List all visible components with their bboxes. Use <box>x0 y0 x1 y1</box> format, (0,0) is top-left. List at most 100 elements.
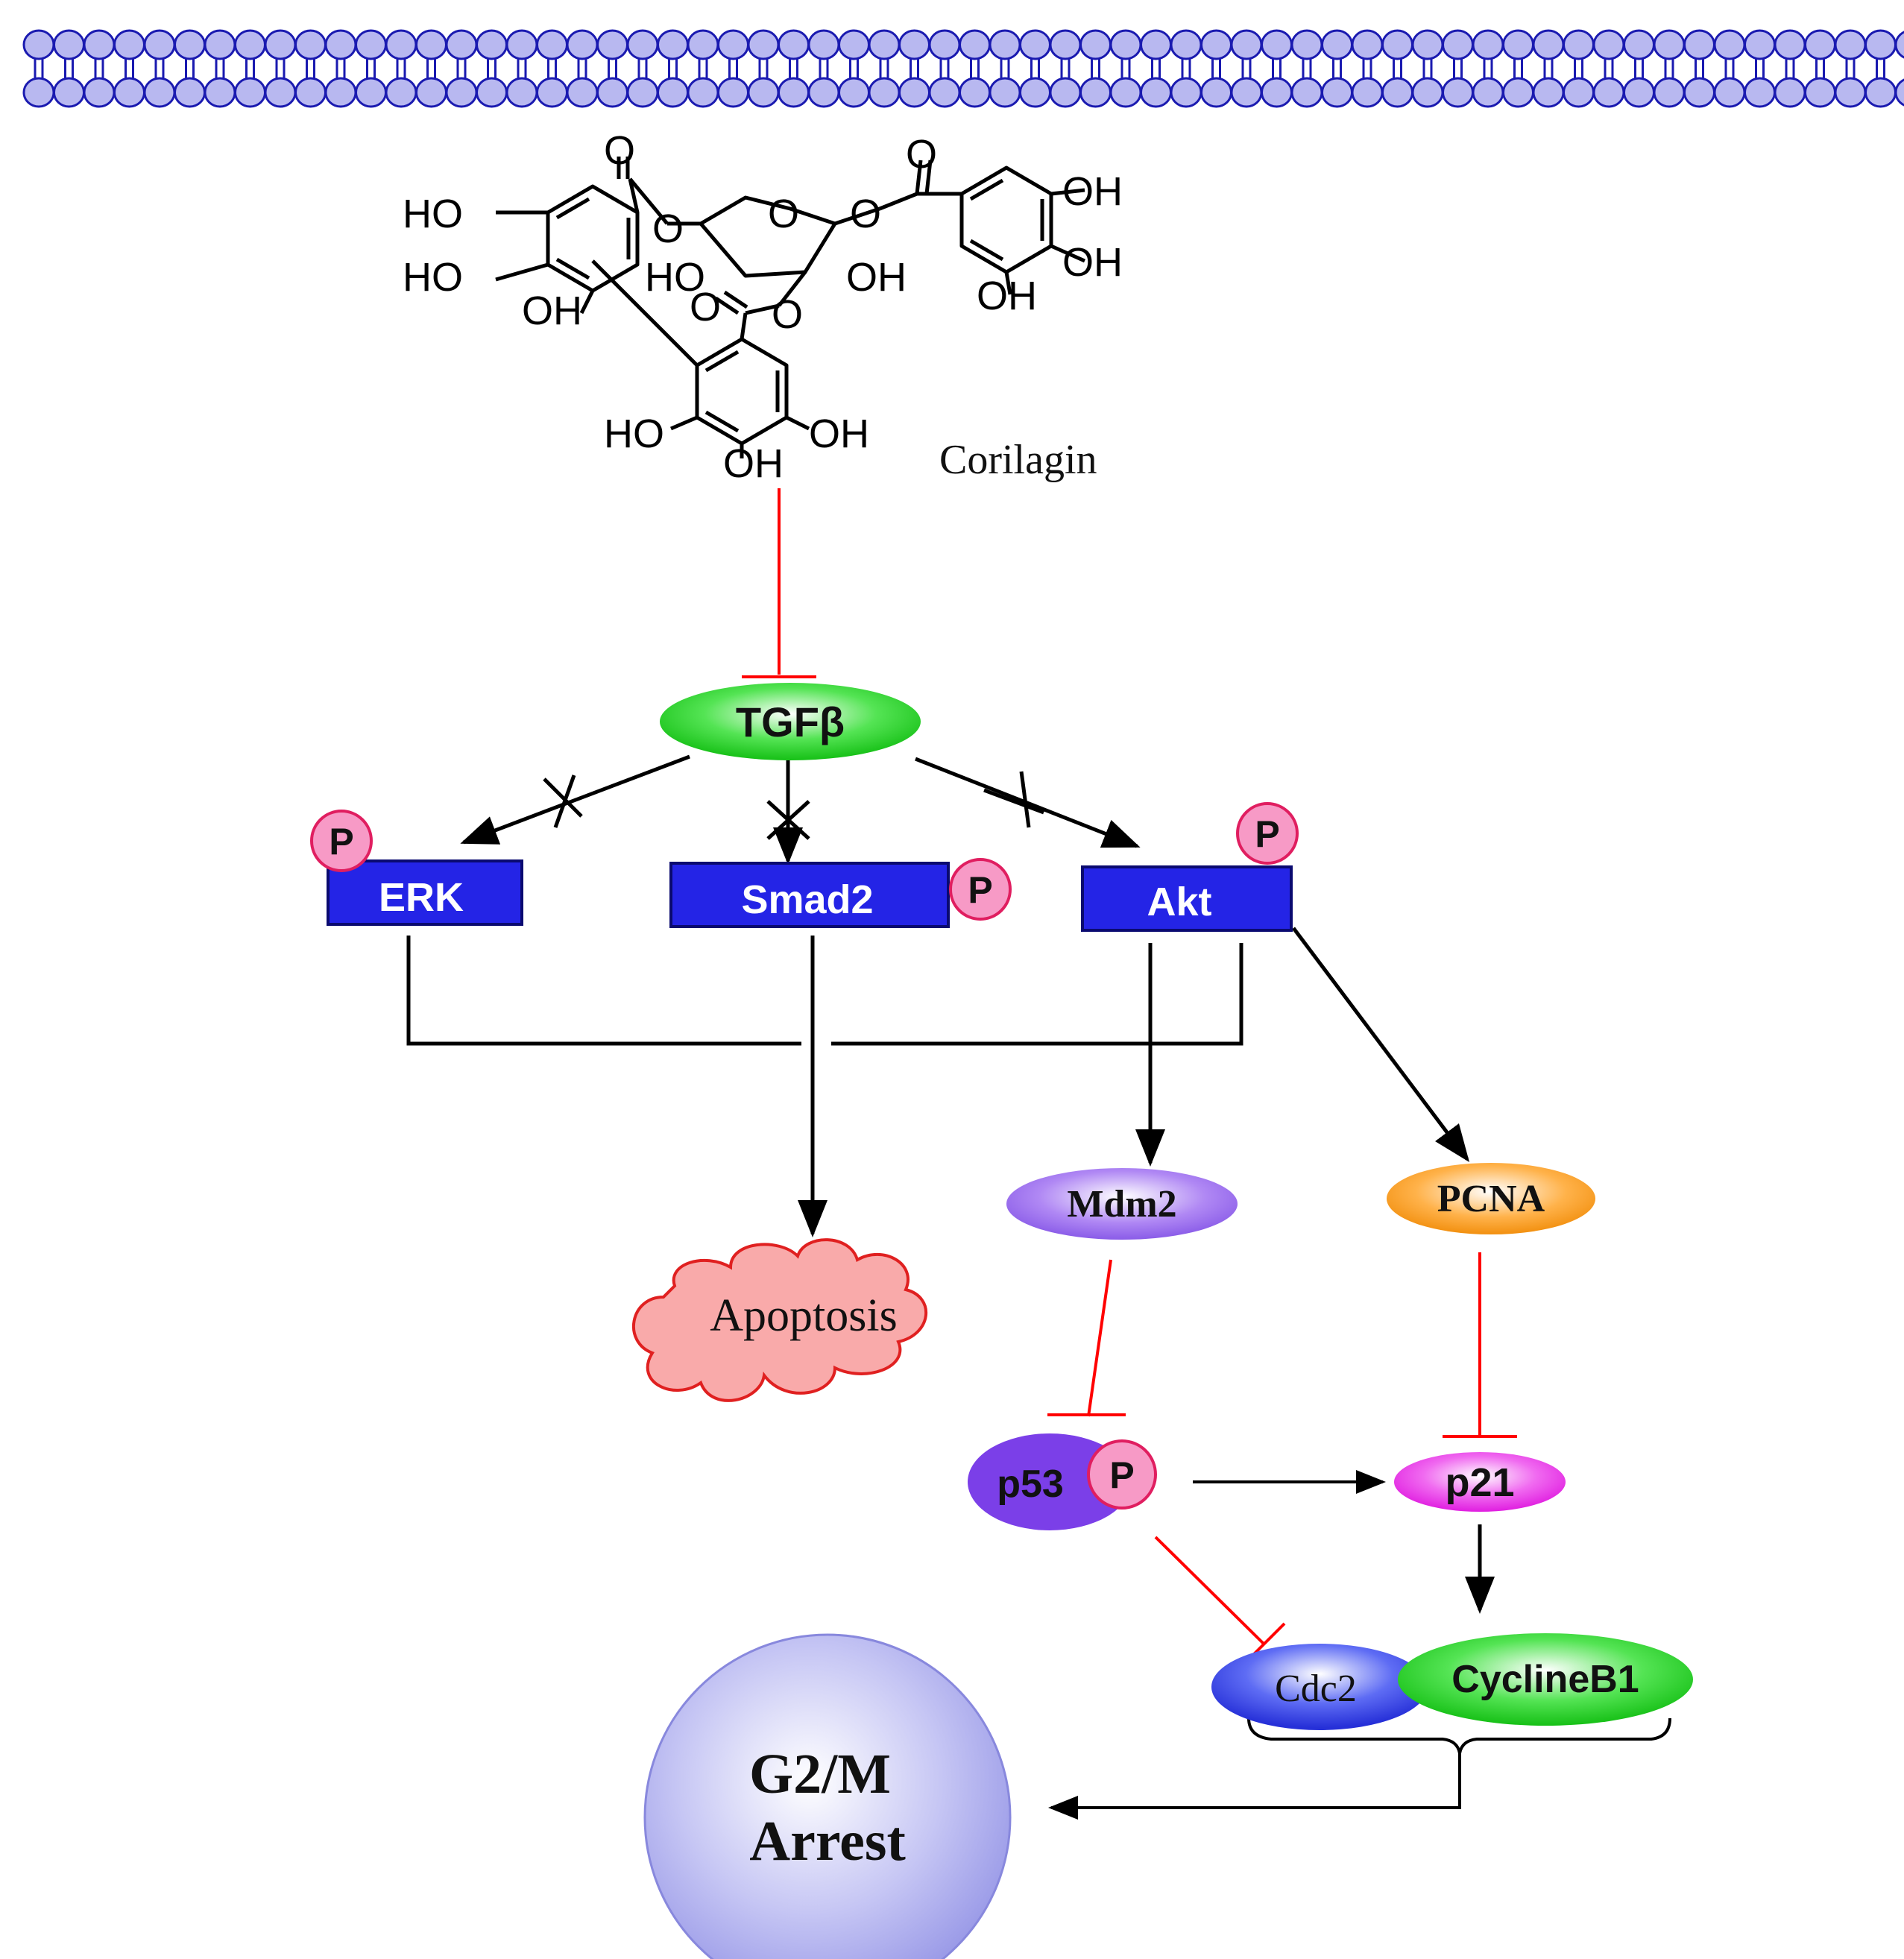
hydroxyl-label: HO <box>403 192 463 236</box>
lipid-head <box>1381 77 1413 108</box>
node-mdm2: Mdm2 <box>1006 1168 1238 1240</box>
node-g2m-arrest: G2/M Arrest <box>643 1633 1012 1959</box>
lipid-head <box>1774 77 1806 108</box>
node-p53: p53 P <box>968 1433 1157 1530</box>
ring-oxygen-label: O <box>772 292 803 337</box>
lipid-head <box>1381 29 1413 60</box>
lipid-head <box>536 77 568 108</box>
carbonyl-oxygen-label: O <box>604 128 635 173</box>
lipid-head <box>1140 29 1172 60</box>
lipid-head <box>1744 29 1776 60</box>
lipid-head <box>626 29 659 60</box>
arrest-label-line2: Arrest <box>749 1810 906 1873</box>
cell-membrane <box>22 29 1904 108</box>
lipid-head <box>1472 77 1504 108</box>
lipid-head <box>445 77 478 108</box>
lipid-head <box>83 29 116 60</box>
lipid-head <box>22 29 55 60</box>
lipid-head <box>1592 29 1625 60</box>
phospho-badge <box>1236 802 1299 865</box>
lipid-head <box>83 77 116 108</box>
lipid-head <box>1261 77 1293 108</box>
hydroxyl-label: OH <box>977 274 1037 318</box>
node-cyclinb1: CyclineB1 <box>1398 1633 1693 1726</box>
lipid-head <box>113 29 145 60</box>
node-smad2: Smad2 P <box>669 858 1012 928</box>
lipid-head <box>1230 29 1263 60</box>
lipid-head <box>1774 29 1806 60</box>
hydroxyl-label: OH <box>1062 240 1123 285</box>
lipid-head <box>1321 29 1353 60</box>
lipid-head <box>807 29 840 60</box>
lipid-head <box>1894 78 1904 107</box>
lipid-head <box>1411 77 1444 108</box>
lipid-head <box>1653 77 1686 108</box>
lipid-head <box>1563 29 1595 60</box>
lipid-head <box>1109 29 1142 60</box>
node-pcna: PCNA <box>1387 1163 1595 1234</box>
lipid-head <box>1592 77 1625 108</box>
blocked-arrow-tgfb-akt <box>915 757 1141 848</box>
lipid-head <box>1744 77 1776 108</box>
hydroxyl-label: HO <box>645 255 705 300</box>
lipid-head <box>838 77 870 108</box>
lipid-head <box>204 29 236 60</box>
lipid-head <box>385 77 417 108</box>
lipid-head <box>1713 29 1746 60</box>
lipid-head <box>536 29 568 60</box>
lipid-head <box>626 77 659 108</box>
lipid-head <box>1804 29 1836 60</box>
lipid-head <box>959 29 991 60</box>
lipid-head <box>838 29 870 60</box>
lipid-head <box>747 29 780 60</box>
lipid-head <box>1653 29 1686 60</box>
lipid-head <box>1864 29 1897 60</box>
lipid-head <box>1502 77 1534 108</box>
lipid-head <box>294 77 327 108</box>
node-erk: ERK P <box>310 810 523 926</box>
lipid-head <box>687 77 719 108</box>
phospho-label: P <box>1109 1454 1134 1496</box>
node-apoptosis: Apoptosis <box>632 1238 927 1402</box>
hydroxyl-label: HO <box>604 411 664 456</box>
hydroxyl-label: OH <box>522 288 582 333</box>
lipid-head <box>234 29 266 60</box>
carbonyl-oxygen-label: O <box>906 132 937 177</box>
lipid-head <box>264 77 297 108</box>
lipid-head <box>204 77 236 108</box>
lipid-head <box>1290 29 1323 60</box>
lipid-head <box>596 77 628 108</box>
lipid-head <box>989 29 1021 60</box>
lipid-head <box>1623 77 1655 108</box>
lipid-head <box>1683 29 1715 60</box>
corilagin-group-labels: HO HO OH O O O O O HO OH OH OH OH O O HO… <box>403 128 1123 486</box>
lipid-head <box>264 29 297 60</box>
arrest-label-line1: G2/M <box>749 1743 891 1805</box>
node-akt: Akt P <box>1081 802 1299 932</box>
lipid-head <box>717 29 749 60</box>
lipid-head <box>53 29 85 60</box>
inhibition-mdm2-p53 <box>1047 1259 1126 1417</box>
lipid-head <box>1140 77 1172 108</box>
lipid-head <box>505 29 538 60</box>
p21-label: p21 <box>1445 1460 1514 1505</box>
lipid-head <box>476 77 508 108</box>
hydroxyl-label: OH <box>809 411 869 456</box>
lipid-head <box>355 29 387 60</box>
lipid-head <box>807 77 840 108</box>
lipid-head <box>1502 29 1534 60</box>
cdc2-label: Cdc2 <box>1275 1668 1357 1710</box>
apoptosis-label: Apoptosis <box>710 1290 897 1341</box>
tgfb-label: TGFβ <box>736 698 845 745</box>
lipid-head <box>476 29 508 60</box>
lipid-head <box>1019 77 1051 108</box>
lipid-head <box>928 29 961 60</box>
lipid-head <box>657 29 689 60</box>
lipid-head <box>324 77 357 108</box>
lipid-head <box>778 29 810 60</box>
phospho-label: P <box>968 869 992 911</box>
cyclinb1-label: CyclineB1 <box>1451 1658 1639 1701</box>
lipid-head <box>1170 29 1202 60</box>
lipid-head <box>505 77 538 108</box>
pcna-label: PCNA <box>1437 1178 1545 1220</box>
